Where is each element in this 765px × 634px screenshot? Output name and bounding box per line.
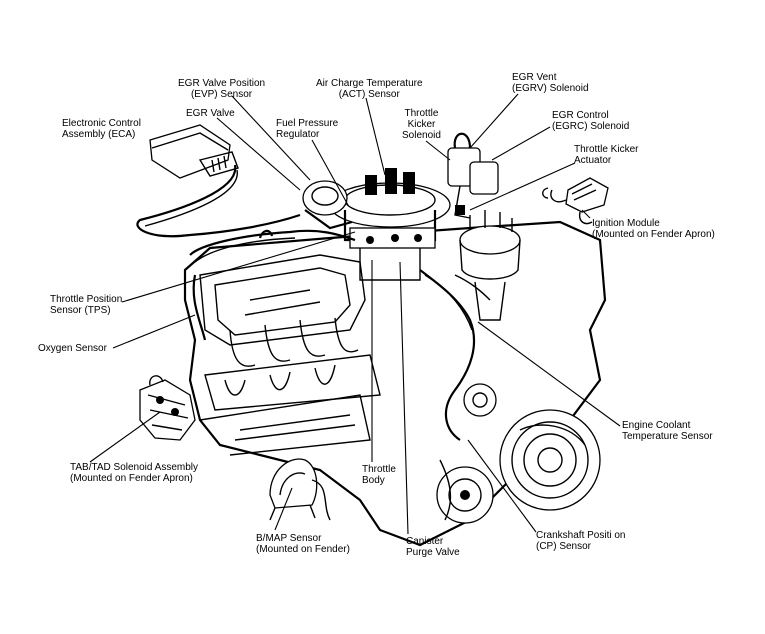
label-throttle-kicker-solenoid: Throttle Kicker Solenoid xyxy=(402,108,441,141)
label-tab-tad-solenoid: TAB/TAD Solenoid Assembly (Mounted on Fe… xyxy=(70,462,199,484)
label-throttle-body: Throttle Body xyxy=(362,464,396,486)
egr-valve-shape xyxy=(302,180,353,230)
label-fuel-pressure-regulator: Fuel Pressure Regulator xyxy=(276,118,339,140)
label-canister-purge-valve: Canister Purge Valve xyxy=(406,536,460,558)
label-egrv-solenoid: EGR Vent (EGRV) Solenoid xyxy=(512,72,589,94)
tab-tad-solenoid xyxy=(139,375,196,441)
label-egrc-solenoid: EGR Control (EGRC) Solenoid xyxy=(552,110,630,132)
label-bmap-sensor: B/MAP Sensor (Mounted on Fender) xyxy=(256,533,350,555)
ignition-module xyxy=(542,177,609,225)
pulleys xyxy=(436,383,601,524)
distributor xyxy=(459,210,521,321)
wiring-harness xyxy=(189,229,491,441)
label-act-sensor: Air Charge Temperature (ACT) Sensor xyxy=(316,78,423,100)
label-throttle-kicker-actuator: Throttle Kicker Actuator xyxy=(574,144,639,166)
bmap-sensor xyxy=(269,458,331,521)
label-evp-sensor: EGR Valve Position (EVP) Sensor xyxy=(178,78,266,100)
eca-module xyxy=(136,124,301,238)
label-cp-sensor: Crankshaft Positi on (CP) Sensor xyxy=(536,530,626,552)
label-egr-valve: EGR Valve xyxy=(186,108,235,119)
label-ignition-module: Ignition Module (Mounted on Fender Apron… xyxy=(592,218,715,240)
label-eca: Electronic Control Assembly (ECA) xyxy=(62,118,141,140)
label-oxygen-sensor: Oxygen Sensor xyxy=(38,343,107,354)
egr-solenoids xyxy=(447,132,499,219)
label-ect-sensor: Engine Coolant Temperature Sensor xyxy=(622,420,713,442)
leader-lines xyxy=(89,93,621,535)
label-tps: Throttle Position Sensor (TPS) xyxy=(50,294,123,316)
